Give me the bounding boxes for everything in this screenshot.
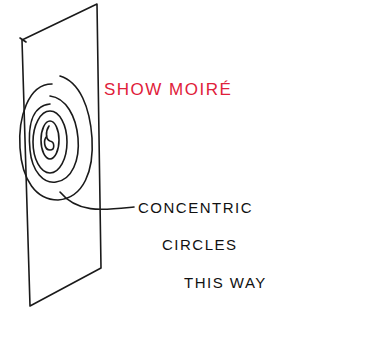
ring <box>29 96 78 182</box>
center-mark <box>45 126 54 150</box>
leader-line <box>60 192 134 209</box>
note-text: CONCENTRIC <box>138 199 253 217</box>
heading-note: SHOW MOIRÉ <box>104 80 232 100</box>
panel-outline <box>22 4 101 306</box>
note-text: CIRCLES <box>162 236 238 254</box>
note-text: THIS WAY <box>184 274 267 292</box>
panel-corner <box>20 38 26 42</box>
ring <box>33 111 67 173</box>
ring <box>20 76 92 200</box>
ring <box>41 121 59 159</box>
